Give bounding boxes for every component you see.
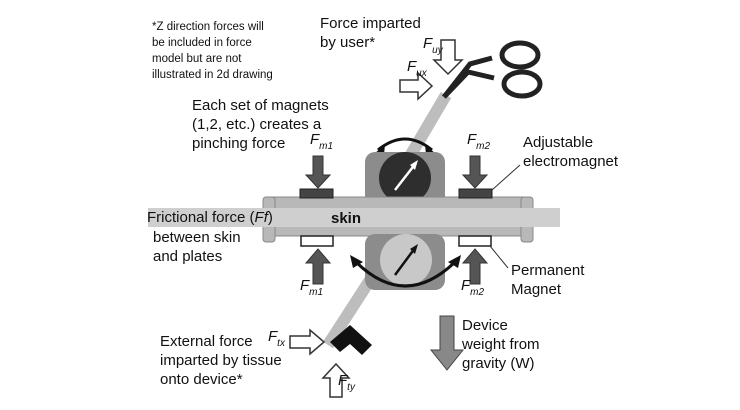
frictional-label-3: and plates (153, 248, 222, 265)
fux-symbol: Fux (407, 58, 428, 79)
ftx-arrow (289, 328, 326, 356)
electromagnet-2 (458, 188, 493, 199)
tool-shaft-lower (322, 276, 376, 349)
fm2-bottom-symbol: Fm2 (461, 277, 485, 298)
weight-label-2: weight from (461, 336, 540, 353)
permanent-magnet-1 (300, 235, 334, 247)
weight-label-1: Device (462, 317, 508, 334)
bottom-rotation-arrowhead-left (350, 255, 363, 268)
permanent-magnet-2 (458, 235, 492, 247)
external-label-3: onto device* (160, 371, 243, 388)
fm2-top-arrow (461, 155, 489, 189)
magnets-label-2: (1,2, etc.) creates a (192, 116, 322, 133)
user-force-label-2: by user* (320, 34, 375, 51)
tool-tip (330, 325, 372, 355)
fty-symbol: Fty (338, 372, 356, 393)
note-line-1: *Z direction forces will (152, 21, 264, 33)
user-force-right-arrow (399, 71, 434, 101)
z-direction-note: *Z direction forces will be included in … (152, 21, 273, 81)
user-force-label-1: Force imparted (320, 15, 421, 32)
skin-layer (148, 208, 560, 227)
fuy-symbol: Fuy (423, 35, 444, 56)
permanent-label-2: Magnet (511, 281, 562, 298)
fm2-bottom-arrow (461, 248, 489, 285)
bottom-rotation-arrowhead-right (448, 255, 461, 268)
electromagnet-1 (299, 188, 334, 199)
fm1-bottom-arrow (304, 248, 332, 285)
bottom-rotation-arrow (354, 260, 457, 288)
weight-label-3: gravity (W) (462, 355, 535, 372)
lower-indicator-head (410, 244, 418, 254)
magnets-label-3: pinching force (192, 135, 285, 152)
skin-label: skin (331, 210, 361, 227)
ftx-symbol: Ftx (268, 328, 286, 349)
external-label-1: External force (160, 333, 253, 350)
fm1-top-symbol: Fm1 (310, 131, 333, 152)
permanent-label-1: Permanent (511, 262, 585, 279)
upper-indicator-head (410, 160, 418, 170)
frictional-label-2: between skin (153, 229, 241, 246)
magnets-label-1: Each set of magnets (192, 97, 329, 114)
user-force-down-arrow (432, 39, 464, 76)
frictional-label-1: Frictional force (Ff) (147, 209, 273, 226)
note-line-2: be included in force (152, 37, 252, 49)
permanent-magnet-pointer (489, 245, 509, 269)
forceps-handle (442, 40, 543, 99)
fm2-top-symbol: Fm2 (467, 131, 491, 152)
electromagnet-label-1: Adjustable (523, 134, 593, 151)
fm1-top-arrow (304, 155, 332, 189)
fm1-bottom-symbol: Fm1 (300, 277, 323, 298)
electromagnet-label-2: electromagnet (523, 153, 619, 170)
note-line-3: model but are not (152, 53, 242, 65)
external-label-2: imparted by tissue (160, 352, 282, 369)
electromagnet-pointer (491, 164, 521, 191)
gravity-arrow (429, 315, 465, 371)
lower-rotation-indicator (393, 247, 417, 276)
note-line-4: illustrated in 2d drawing (152, 69, 273, 81)
fty-arrow (321, 362, 351, 398)
